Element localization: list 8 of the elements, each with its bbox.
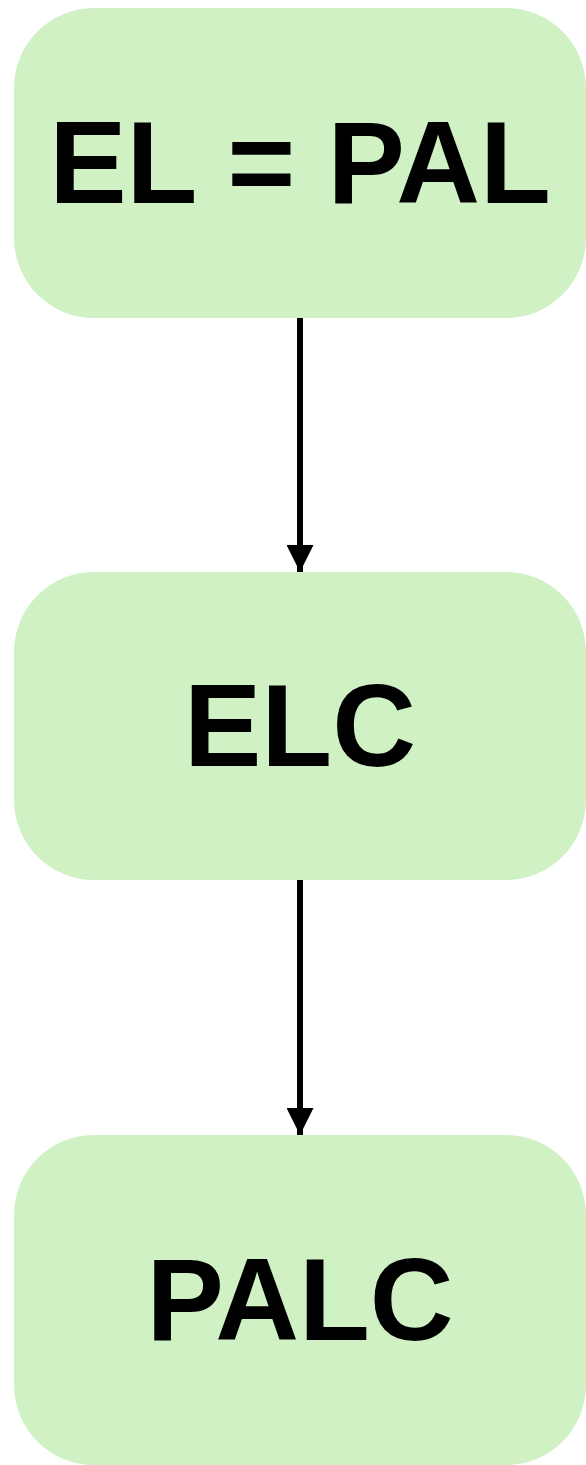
process-box — [14, 1135, 586, 1465]
box-label: ELC — [184, 668, 416, 784]
arrow — [286, 880, 314, 1135]
process-box — [14, 8, 586, 318]
arrow — [286, 318, 314, 572]
box-label: PALC — [146, 1242, 454, 1358]
process-box — [14, 572, 586, 880]
box-label: EL = PAL — [49, 105, 551, 221]
